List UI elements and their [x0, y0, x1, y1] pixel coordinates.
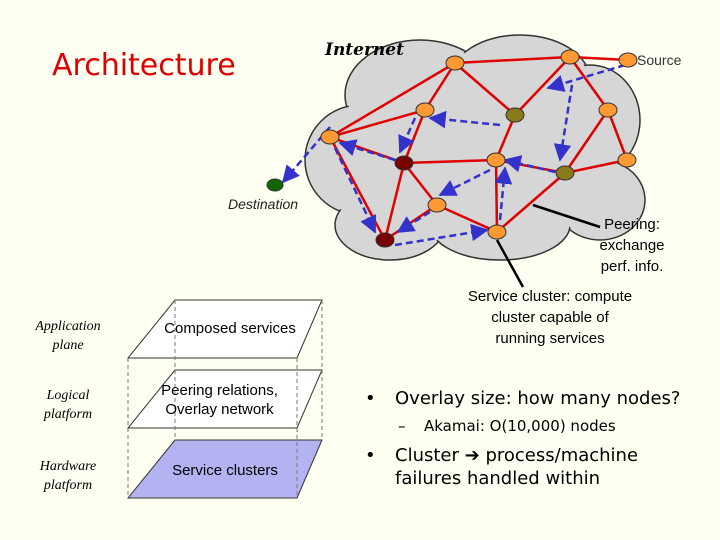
layer-label-logical: Peering relations, Overlay network	[161, 382, 278, 418]
service-path-arrows	[281, 63, 626, 247]
side-label-application: Application plane	[35, 319, 101, 353]
layer-label-application: Composed services	[164, 320, 296, 337]
sub-bullet-akamai: –Akamai: O(10,000) nodes	[398, 417, 616, 435]
service-cluster-note: Service cluster: compute cluster capable…	[467, 288, 633, 347]
node	[394, 155, 414, 171]
node	[375, 232, 395, 248]
peering-note: Peering: exchange perf. info.	[599, 216, 665, 275]
hardware-plane	[126, 439, 323, 499]
side-label-hardware: Hardware platform	[39, 459, 97, 493]
node	[445, 55, 465, 71]
destination-node	[266, 178, 284, 192]
slide-title: Architecture	[52, 48, 236, 83]
node	[617, 152, 637, 168]
bullet-overlay-size: •Overlay size: how many nodes?	[365, 388, 681, 409]
source-label: Source	[637, 52, 682, 68]
node	[555, 165, 575, 181]
layer-stack	[126, 299, 323, 499]
overlay-nodes	[266, 49, 638, 248]
node	[487, 224, 507, 240]
node	[560, 49, 580, 65]
node	[486, 152, 506, 168]
node	[505, 107, 525, 123]
node	[427, 197, 447, 213]
callout-lines	[495, 203, 601, 288]
side-label-logical: Logical platform	[43, 388, 93, 422]
node	[598, 102, 618, 118]
destination-label: Destination	[228, 196, 299, 212]
arrow-right-icon: ➔	[464, 445, 480, 466]
node	[415, 102, 435, 118]
bullet-cluster: •Cluster ➔ process/machine failures hand…	[365, 445, 639, 489]
node	[618, 52, 638, 68]
internet-label: Internet	[325, 40, 404, 60]
node	[320, 129, 340, 145]
layer-label-hardware: Service clusters	[172, 462, 278, 479]
